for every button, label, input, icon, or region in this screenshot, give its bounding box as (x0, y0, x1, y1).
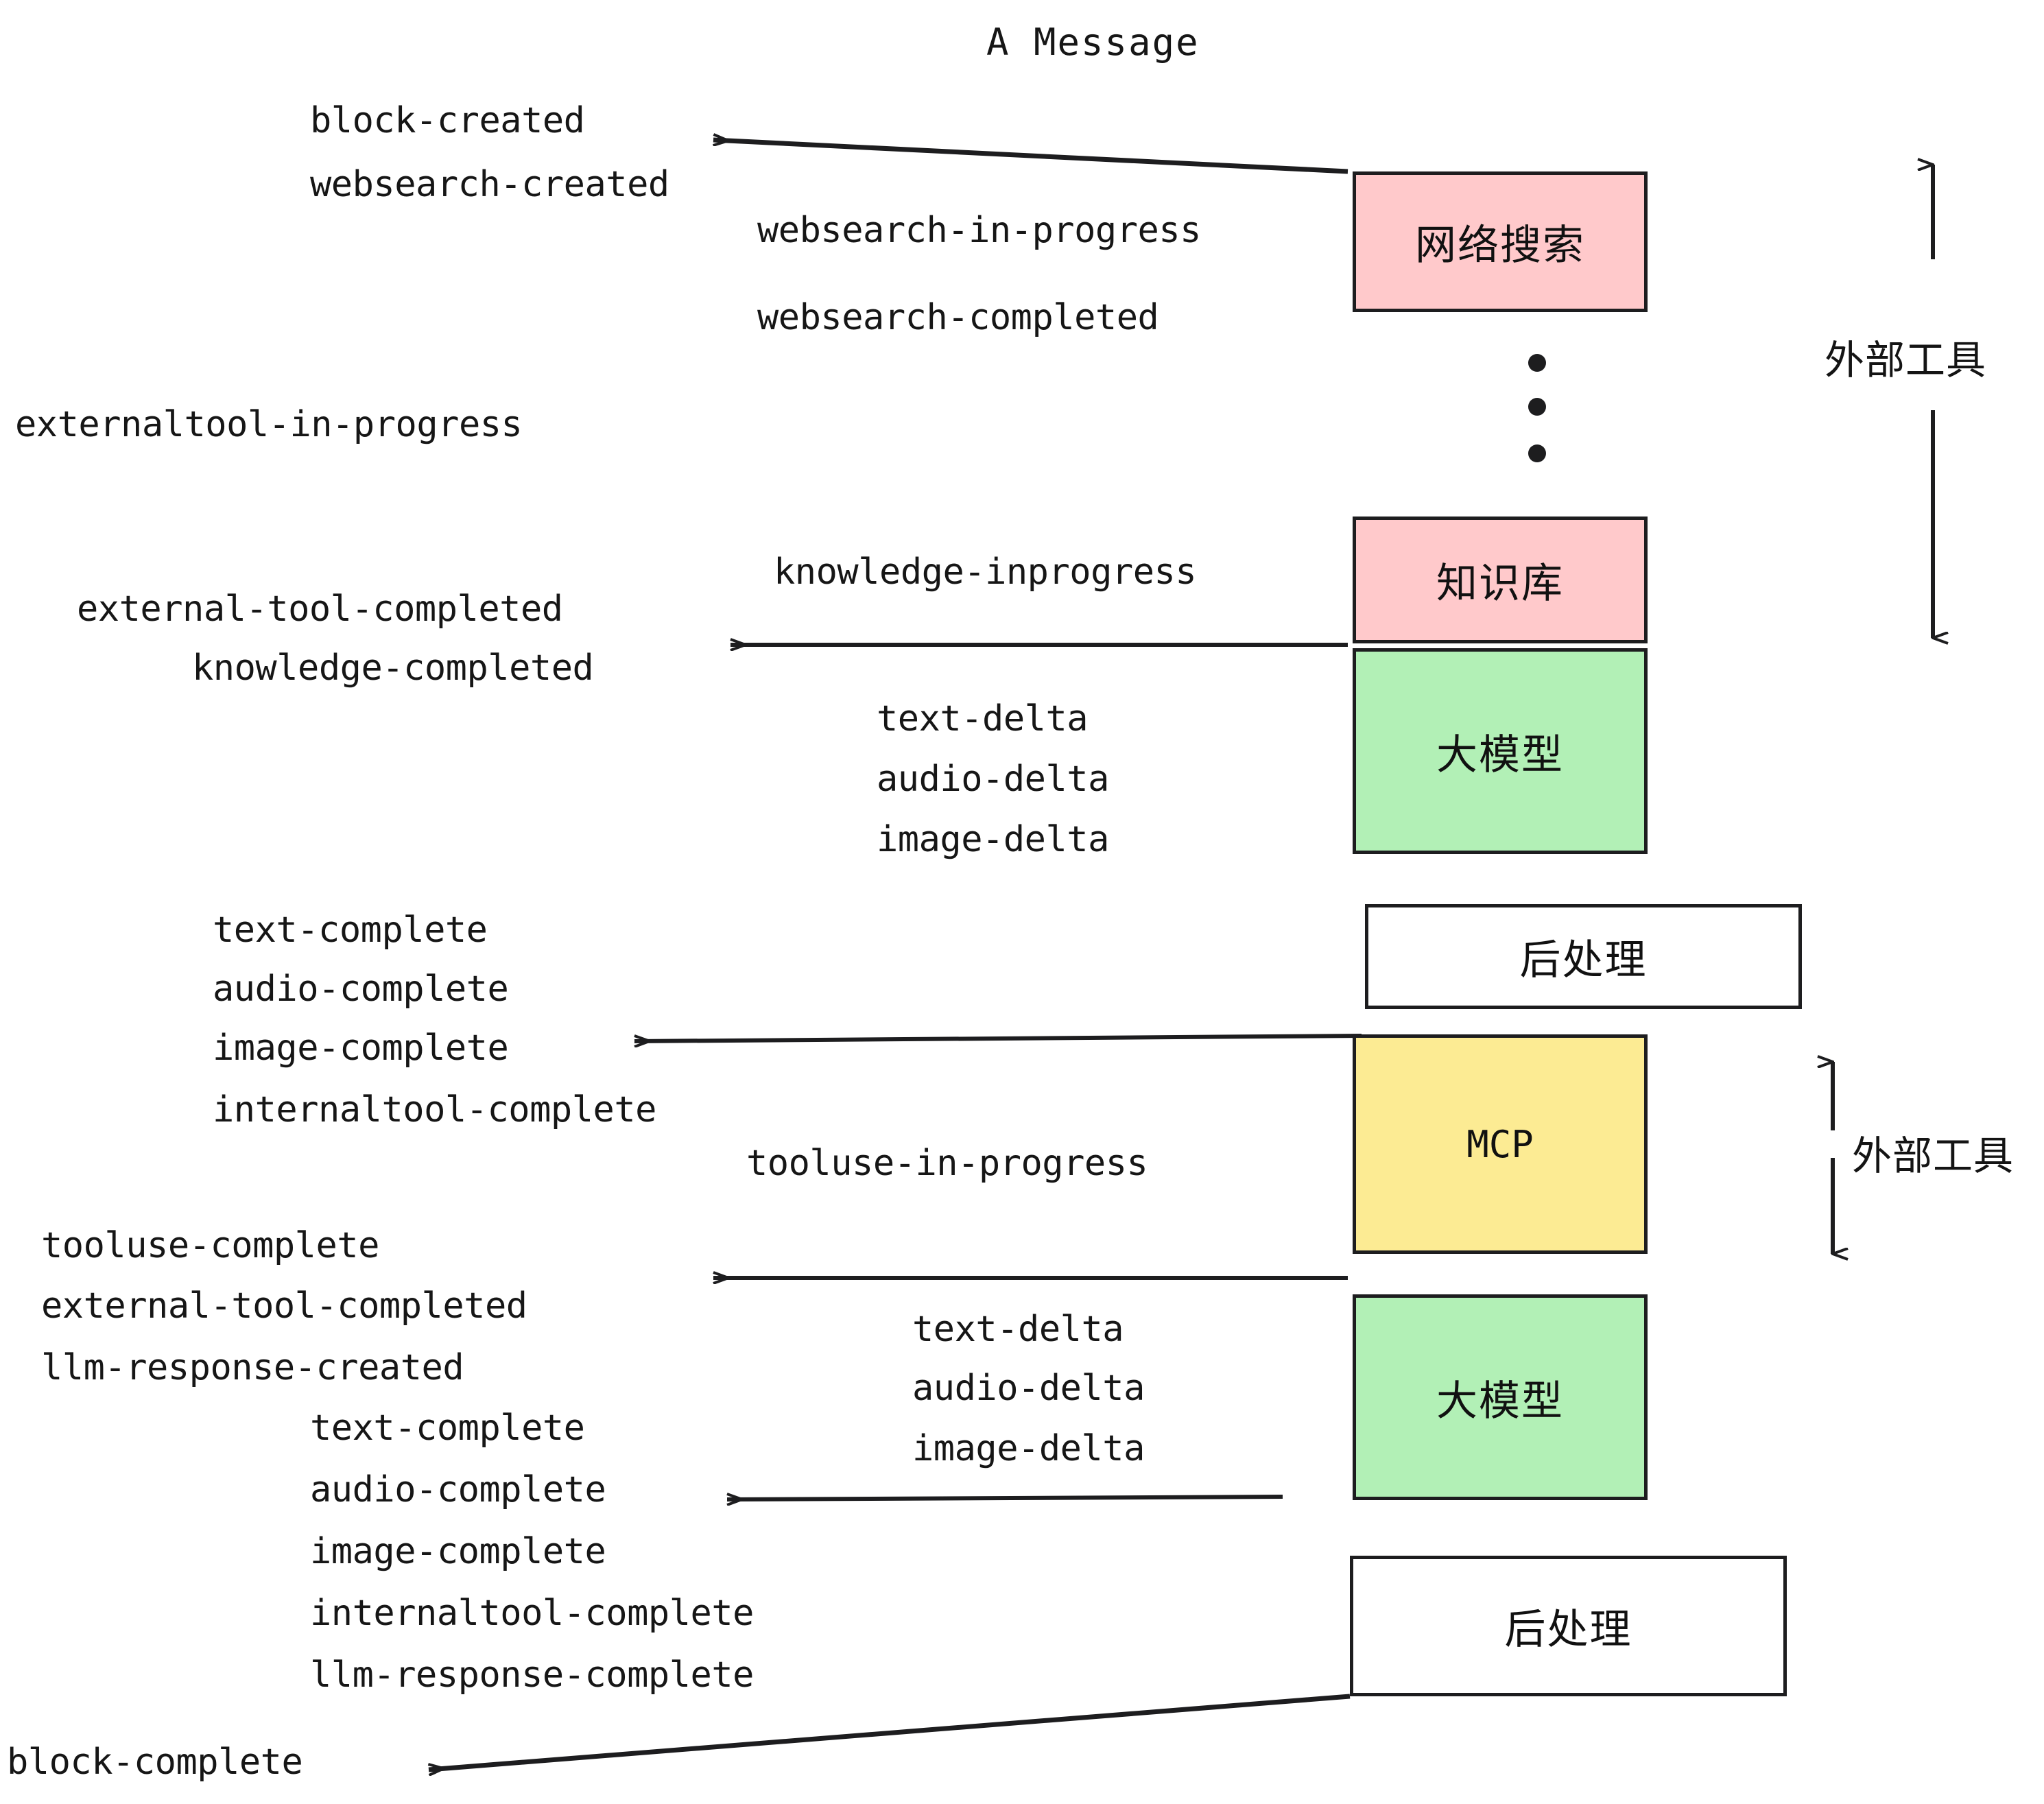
event-external-tool-completed-2: external-tool-completed (41, 1285, 527, 1327)
node-postprocess-1-label: 后处理 (1519, 936, 1648, 984)
event-internaltool-complete-1: internaltool-complete (213, 1089, 656, 1130)
page-title: A Message (986, 21, 1200, 64)
node-postprocess-1[interactable]: 后处理 (1365, 904, 1802, 1009)
arrow-llm2-to-audio-complete (727, 1497, 1283, 1499)
event-block-created: block-created (310, 100, 585, 141)
event-knowledge-inprogress: knowledge-inprogress (774, 551, 1197, 593)
event-llm-response-complete: llm-response-complete (310, 1654, 754, 1696)
event-text-complete-2: text-complete (310, 1408, 585, 1449)
node-knowledge-label: 知识库 (1436, 560, 1564, 608)
arrow-postprocess2-to-block-complete (429, 1694, 1351, 1770)
node-llm-1-label: 大模型 (1436, 731, 1564, 779)
event-audio-complete-2: audio-complete (310, 1469, 606, 1510)
event-audio-complete-1: audio-complete (213, 969, 509, 1010)
node-llm-2[interactable]: 大模型 (1353, 1294, 1648, 1500)
node-websearch[interactable]: 网络搜索 (1353, 171, 1648, 312)
event-knowledge-completed: knowledge-completed (192, 648, 594, 689)
event-block-complete: block-complete (7, 1742, 303, 1783)
event-websearch-created: websearch-created (310, 164, 669, 205)
event-external-tool-completed-1: external-tool-completed (77, 589, 563, 630)
node-mcp-label: MCP (1466, 1122, 1534, 1166)
event-text-delta-2: text-delta (912, 1309, 1124, 1350)
event-llm-response-created: llm-response-created (41, 1347, 464, 1388)
event-externaltool-in-progress: externaltool-in-progress (15, 404, 523, 445)
event-image-complete-1: image-complete (213, 1028, 509, 1069)
node-llm-2-label: 大模型 (1436, 1377, 1564, 1425)
event-internaltool-complete-2: internaltool-complete (310, 1593, 754, 1634)
event-audio-delta-1: audio-delta (877, 759, 1109, 800)
event-image-complete-2: image-complete (310, 1531, 606, 1572)
node-websearch-label: 网络搜索 (1415, 222, 1585, 270)
arrow-websearch-to-block-created (713, 140, 1348, 174)
side-label-external-tool-bottom: 外部工具 (1852, 1132, 2015, 1179)
event-websearch-in-progress: websearch-in-progress (757, 210, 1201, 251)
event-text-complete-1: text-complete (213, 910, 488, 951)
arrow-postprocess1-to-image-complete (634, 1034, 1362, 1041)
node-postprocess-2[interactable]: 后处理 (1350, 1556, 1787, 1696)
ellipsis-dot-1 (1528, 354, 1546, 372)
ellipsis-dot-2 (1528, 398, 1546, 416)
event-tooluse-in-progress: tooluse-in-progress (746, 1143, 1148, 1184)
event-tooluse-complete: tooluse-complete (41, 1225, 379, 1266)
event-image-delta-1: image-delta (877, 819, 1109, 860)
event-audio-delta-2: audio-delta (912, 1368, 1145, 1409)
node-mcp[interactable]: MCP (1353, 1034, 1648, 1254)
event-text-delta-1: text-delta (877, 698, 1089, 739)
ellipsis-dot-3 (1528, 444, 1546, 462)
event-websearch-completed: websearch-completed (757, 297, 1159, 338)
event-image-delta-2: image-delta (912, 1428, 1145, 1469)
side-label-external-tool-top: 外部工具 (1825, 337, 1987, 383)
node-llm-1[interactable]: 大模型 (1353, 648, 1648, 854)
node-postprocess-2-label: 后处理 (1504, 1606, 1632, 1654)
node-knowledge[interactable]: 知识库 (1353, 517, 1648, 643)
